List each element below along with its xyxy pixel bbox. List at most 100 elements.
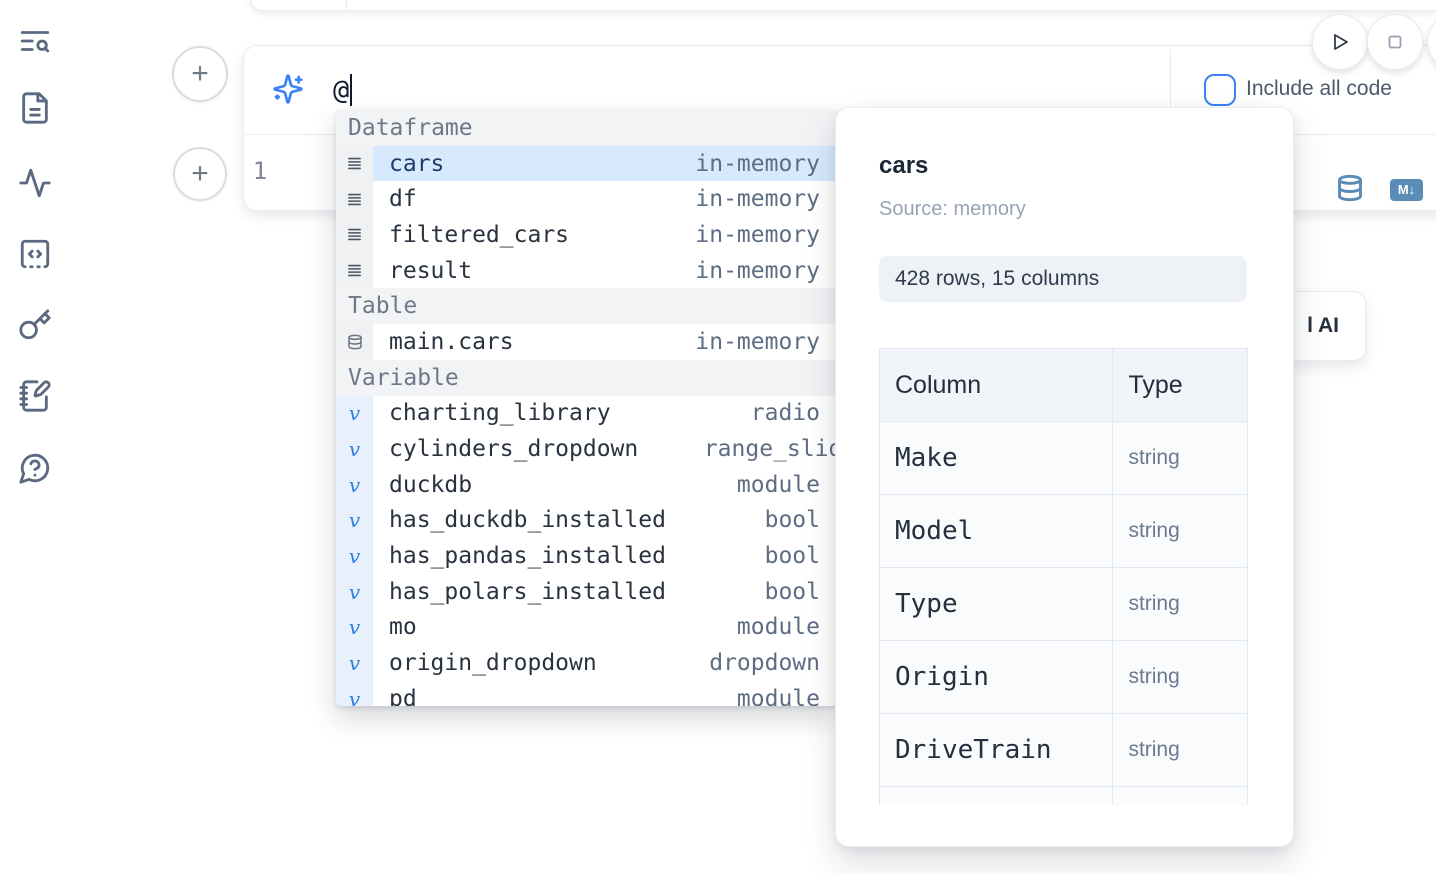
ai-generate-button-label: l AI — [1307, 314, 1339, 337]
autocomplete-row-gutter: v — [336, 217, 373, 253]
autocomplete-item-type: range_slider — [703, 436, 836, 463]
autocomplete-row[interactable]: v pd module — [336, 681, 836, 706]
autocomplete-row[interactable]: v Table — [336, 288, 836, 325]
autocomplete-row-main: mo module — [373, 610, 836, 646]
schema-column-name: Make — [879, 421, 1114, 495]
autocomplete-item-type: in-memory — [695, 328, 820, 355]
autocomplete-row[interactable]: v filtered_cars in-memory — [336, 217, 836, 253]
variable-icon: v — [348, 401, 361, 426]
autocomplete-row-main: Variable — [336, 360, 836, 396]
autocomplete-item-type: in-memory — [695, 150, 820, 177]
autocomplete-row[interactable]: v has_pandas_installed bool — [336, 538, 836, 574]
text-cursor — [350, 74, 353, 106]
autocomplete-row[interactable]: v charting_library radio — [336, 395, 836, 432]
autocomplete-row[interactable]: v result in-memory — [336, 252, 836, 289]
autocomplete-row[interactable]: v Variable — [336, 359, 836, 396]
autocomplete-row-main: df in-memory — [373, 181, 836, 217]
autocomplete-row-gutter: v — [336, 324, 373, 360]
prompt-divider — [1170, 49, 1171, 134]
file-icon[interactable] — [18, 91, 52, 125]
schema-column-type: string — [1112, 713, 1248, 787]
markdown-export-icon[interactable]: M↓ — [1390, 179, 1423, 201]
previous-cell-edge — [250, 0, 1436, 11]
autocomplete-item-name: Dataframe — [348, 114, 473, 141]
toc-search-icon[interactable] — [18, 24, 52, 58]
dataframe-rows-icon — [346, 155, 363, 172]
autocomplete-row[interactable]: v origin_dropdown dropdown — [336, 645, 836, 681]
autocomplete-row-gutter: v — [336, 181, 373, 218]
play-icon — [1328, 30, 1352, 54]
activity-icon[interactable] — [18, 166, 52, 200]
schema-column-name — [879, 786, 1114, 805]
autocomplete-item-name: origin_dropdown — [389, 650, 597, 677]
autocomplete-row-gutter: v — [336, 681, 373, 706]
autocomplete-row-gutter: v — [336, 645, 373, 681]
schema-column-type: string — [1112, 640, 1248, 714]
schema-column-name: Model — [879, 494, 1114, 568]
snippets-code-icon[interactable] — [18, 237, 52, 271]
autocomplete-item-name: has_pandas_installed — [389, 543, 666, 570]
variable-icon: v — [348, 544, 361, 569]
autocomplete-row[interactable]: v has_polars_installed bool — [336, 573, 836, 610]
variable-icon: v — [348, 579, 361, 604]
variable-icon: v — [348, 437, 361, 462]
help-chat-icon[interactable] — [18, 451, 52, 485]
autocomplete-row[interactable]: v cars in-memory — [336, 145, 836, 182]
autocomplete-row[interactable]: v cylinders_dropdown range_slider — [336, 431, 836, 467]
dataset-schema-table: Column Type Make string Model str — [879, 348, 1248, 805]
add-cell-above-button[interactable]: + — [172, 46, 228, 102]
autocomplete-item-name: has_polars_installed — [389, 578, 666, 605]
add-cell-below-button[interactable]: + — [173, 147, 227, 201]
schema-header-row: Column Type — [879, 348, 1248, 422]
autocomplete-row[interactable]: v df in-memory — [336, 181, 836, 218]
schema-column-name: Origin — [879, 640, 1114, 714]
run-all-button[interactable] — [1312, 14, 1368, 70]
schema-column-type: string — [1112, 567, 1248, 641]
stop-icon — [1384, 31, 1406, 53]
ai-prompt-value: @ — [333, 74, 350, 106]
autocomplete-row-gutter: v — [336, 466, 373, 503]
autocomplete-row[interactable]: v mo module — [336, 609, 836, 646]
dataframe-rows-icon — [346, 262, 363, 279]
dataframe-rows-icon — [346, 191, 363, 208]
autocomplete-item-name: pd — [389, 685, 417, 706]
autocomplete-item-name: cars — [389, 150, 445, 177]
autocomplete-item-name: Variable — [348, 364, 459, 391]
autocomplete-item-type: module — [736, 471, 820, 498]
autocomplete-item-name: main.cars — [389, 328, 514, 355]
autocomplete-row[interactable]: v has_duckdb_installed bool — [336, 502, 836, 539]
autocomplete-item-type: in-memory — [695, 257, 820, 284]
autocomplete-row-gutter: v — [336, 395, 373, 432]
autocomplete-item-name: mo — [389, 614, 417, 641]
autocomplete-item-name: result — [389, 257, 473, 284]
autocomplete-row-main: Table — [336, 288, 836, 324]
line-number: 1 — [252, 157, 268, 185]
sparkles-ai-icon — [272, 73, 304, 105]
autocomplete-row-main: duckdb module — [373, 467, 836, 503]
autocomplete-item-type: in-memory — [695, 186, 820, 213]
variable-icon: v — [348, 651, 361, 676]
ai-prompt-input[interactable]: @ — [333, 70, 353, 110]
variable-icon: v — [348, 508, 361, 533]
autocomplete-item-name: cylinders_dropdown — [389, 436, 639, 463]
scratchpad-icon[interactable] — [18, 379, 52, 413]
include-all-code-checkbox[interactable] — [1204, 74, 1236, 106]
autocomplete-row[interactable]: v Dataframe — [336, 110, 836, 146]
autocomplete-row[interactable]: v main.cars in-memory — [336, 324, 836, 360]
stop-button[interactable] — [1367, 14, 1423, 70]
dataset-preview-popup: cars Source: memory 428 rows, 15 columns… — [835, 107, 1294, 847]
autocomplete-item-type: bool — [764, 543, 820, 570]
table-database-icon — [347, 334, 363, 350]
database-icon[interactable] — [1336, 174, 1364, 202]
autocomplete-row[interactable]: v duckdb module — [336, 466, 836, 503]
autocomplete-row-main: has_pandas_installed bool — [373, 538, 836, 574]
schema-column-header: Column — [879, 348, 1114, 422]
schema-row: Model string — [879, 494, 1248, 568]
autocomplete-row-main: origin_dropdown dropdown — [373, 645, 836, 681]
schema-type-header: Type — [1112, 348, 1248, 422]
key-icon[interactable] — [18, 308, 52, 342]
autocomplete-row-gutter: v — [336, 252, 373, 289]
autocomplete-row-main: main.cars in-memory — [373, 324, 836, 360]
code-editor-row[interactable]: 1 M↓ — [244, 135, 1436, 210]
autocomplete-item-type: in-memory — [695, 221, 820, 248]
